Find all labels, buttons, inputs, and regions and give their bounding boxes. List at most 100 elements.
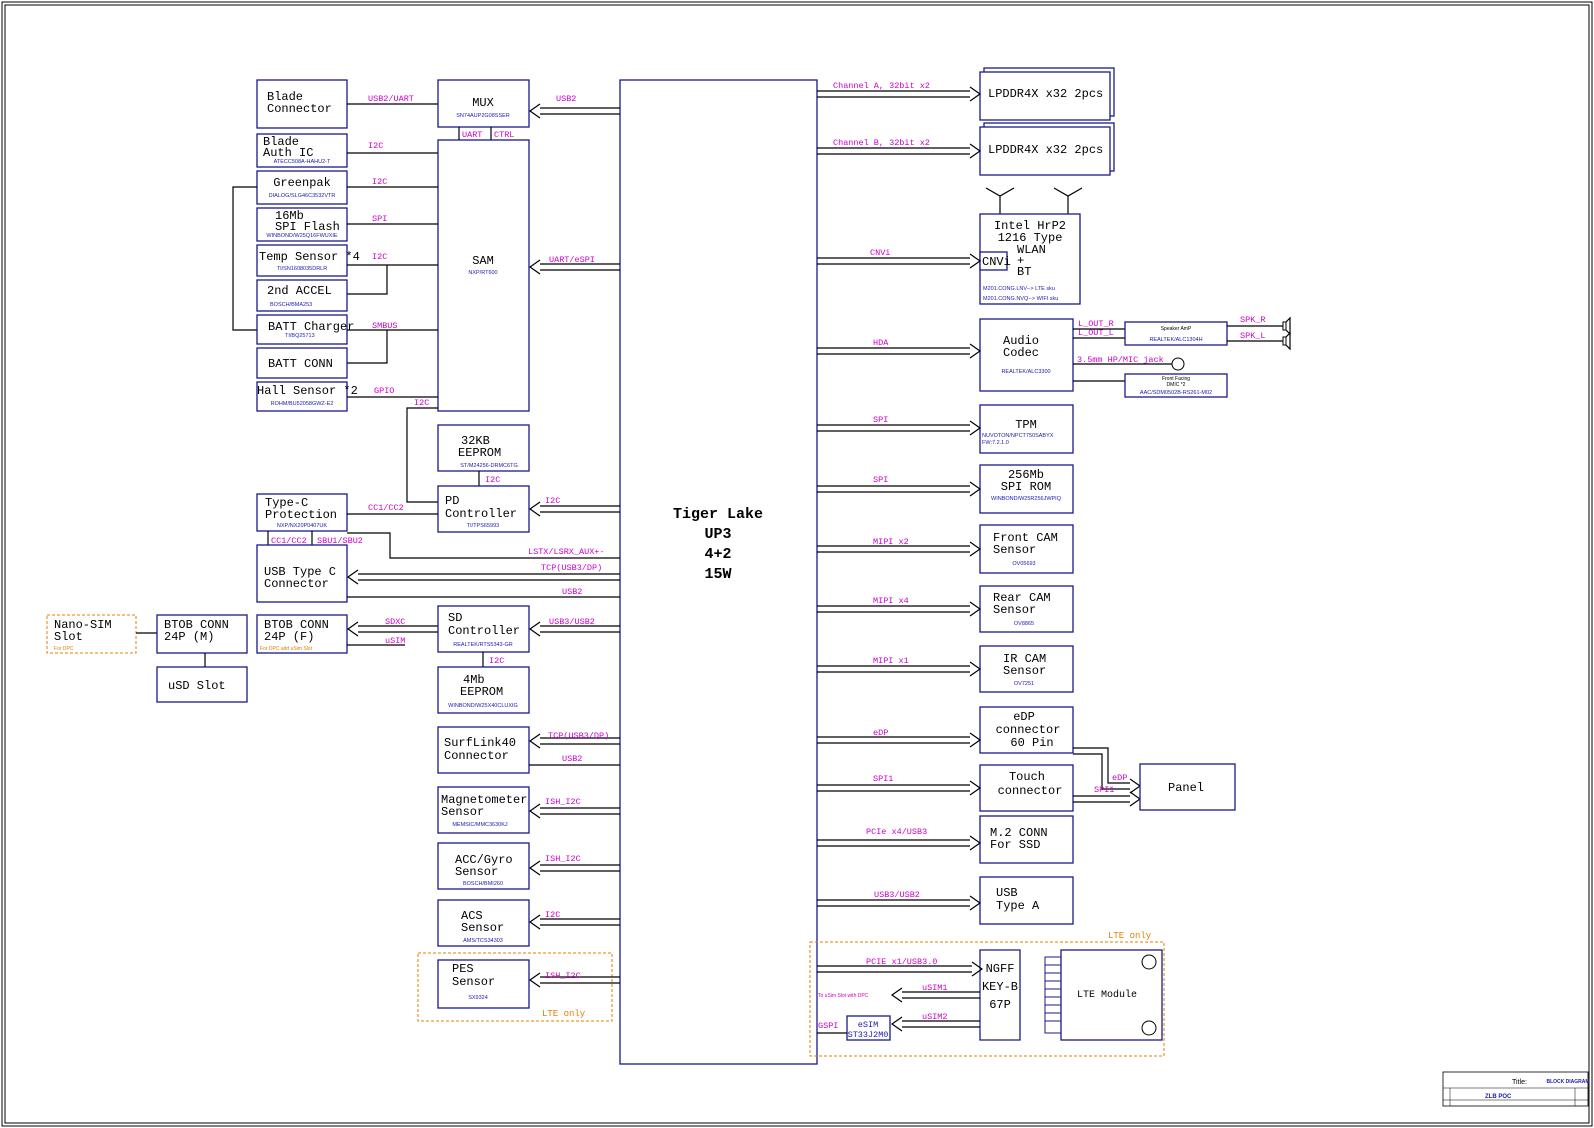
bus-arrow-tcp <box>346 569 620 585</box>
svg-text:KEY-B: KEY-B <box>982 980 1018 994</box>
signal-label: SPK_L <box>1240 331 1266 341</box>
svg-text:M201.CONG.LNV--> LTE sku: M201.CONG.LNV--> LTE sku <box>983 286 1055 292</box>
signal-label: USB2/UART <box>368 94 414 104</box>
svg-text:SPI ROM: SPI ROM <box>1001 480 1051 494</box>
svg-text:DIALOG/SLG46C3532VTR: DIALOG/SLG46C3532VTR <box>269 193 336 199</box>
bus-arrow-edp <box>817 732 982 748</box>
svg-text:Greenpak: Greenpak <box>273 176 331 190</box>
bus-arrow-mipi-rear <box>817 601 982 617</box>
signal-label: ISH_I2C <box>545 797 581 807</box>
cpu-line-4: 15W <box>704 566 731 583</box>
signal-label: USB3/USB2 <box>874 890 920 900</box>
bus-arrow-ddr-b <box>817 143 982 159</box>
lte-module-block: LTE Module <box>1060 949 1163 1041</box>
ir-cam-block: IR CAM Sensor OV7251 <box>979 645 1074 693</box>
bus-arrow-ish-pes <box>528 972 620 988</box>
svg-text:BLOCK DIAGRAM: BLOCK DIAGRAM <box>1546 1079 1589 1085</box>
signal-label: eDP <box>873 728 888 738</box>
svg-text:NXP/NX20P0407UK: NXP/NX20P0407UK <box>277 523 327 529</box>
speaker-icon <box>1282 316 1291 336</box>
svg-text:AAC/SDM0502B-RS261-M02: AAC/SDM0502B-RS261-M02 <box>1140 390 1212 396</box>
svg-text:WINBOND/W25Q16FWUXIE: WINBOND/W25Q16FWUXIE <box>266 233 338 239</box>
svg-text:ACC/Gyro: ACC/Gyro <box>455 853 513 867</box>
signal-label: CNVi <box>870 248 890 258</box>
svg-text:32KB: 32KB <box>461 434 490 448</box>
bus-arrow-mipi-ir <box>817 661 982 677</box>
svg-text:24P (F): 24P (F) <box>264 630 314 644</box>
svg-text:Nano-SIM: Nano-SIM <box>54 618 112 632</box>
ngff-key-b-block: NGFF KEY-B 67P <box>979 949 1021 1041</box>
svg-text:TI/SN1608035DRLR: TI/SN1608035DRLR <box>277 266 327 272</box>
svg-text:NUVOTON/NPCT750SABYX: NUVOTON/NPCT750SABYX <box>982 433 1054 439</box>
usb-typec-connector-block: USB Type C Connector <box>256 544 348 603</box>
svg-text:Connector: Connector <box>264 577 329 591</box>
svg-text:Front Facing: Front Facing <box>1162 376 1190 382</box>
signal-label: SPI1 <box>1094 785 1114 795</box>
svg-text:BT: BT <box>1017 265 1031 279</box>
bus-arrow-mipi-front <box>817 541 982 557</box>
svg-text:uSD Slot: uSD Slot <box>168 679 226 693</box>
svg-text:SPI Flash: SPI Flash <box>275 220 340 234</box>
pes-sensor-block: PES Sensor SX9324 <box>437 959 530 1009</box>
svg-text:For SSD: For SSD <box>990 838 1040 852</box>
btob-conn-m-block: BTOB CONN 24P (M) <box>156 614 248 654</box>
esim-block: eSIM ST33J2M0 <box>846 1015 891 1041</box>
bus-arrow-sdxc <box>346 621 438 637</box>
svg-text:Sensor: Sensor <box>455 865 498 879</box>
svg-text:ST33J2M0: ST33J2M0 <box>848 1030 889 1040</box>
svg-text:Panel: Panel <box>1168 781 1204 795</box>
wifi-bt-module-block: Intel HrP2 1216 Type WLAN + BT CNVi M201… <box>979 213 1081 305</box>
svg-text:256Mb: 256Mb <box>1008 468 1044 482</box>
svg-text:SD: SD <box>448 611 462 625</box>
svg-text:Type-C: Type-C <box>265 496 308 510</box>
signal-label: PCIE x1/USB3.0 <box>866 957 937 967</box>
svg-text:NXP/RT600: NXP/RT600 <box>468 270 497 276</box>
svg-text:2nd ACCEL: 2nd ACCEL <box>267 284 332 298</box>
signal-label: I2C <box>372 252 387 262</box>
bus-arrow-usim1 <box>890 987 980 1003</box>
svg-text:REALTEK/ALC1304H: REALTEK/ALC1304H <box>1149 337 1202 343</box>
svg-text:LTE Module: LTE Module <box>1077 989 1137 1001</box>
signal-label: I2C <box>489 656 504 666</box>
svg-text:Magnetometer: Magnetometer <box>441 793 527 807</box>
svg-text:For DPC add uSim Slot: For DPC add uSim Slot <box>260 646 313 652</box>
svg-text:Sensor: Sensor <box>461 921 504 935</box>
svg-text:1216 Type: 1216 Type <box>998 231 1063 245</box>
signal-label: MIPI x1 <box>873 656 909 666</box>
bus-arrow-surflink-tcp <box>528 733 620 749</box>
signal-label: UART/eSPI <box>549 255 595 265</box>
svg-text:Type A: Type A <box>996 899 1040 913</box>
eeprom-4mb-block: 4Mb EEPROM WINBOND/W25X40CLUXIG <box>437 666 530 714</box>
signal-label: USB2 <box>562 587 582 597</box>
svg-text:Hall Sensor *2: Hall Sensor *2 <box>257 384 358 398</box>
svg-text:Sensor: Sensor <box>441 805 484 819</box>
signal-label: MIPI x4 <box>873 596 909 606</box>
svg-text:Intel HrP2: Intel HrP2 <box>994 219 1066 233</box>
btob-conn-f-block: BTOB CONN 24P (F) For DPC add uSim Slot <box>256 614 348 654</box>
svg-text:OV7251: OV7251 <box>1014 681 1034 687</box>
svg-text:ZLB POC: ZLB POC <box>1485 1094 1512 1100</box>
temp-sensor-block: Temp Sensor *4 TI/SN1608035DRLR <box>256 244 360 277</box>
svg-text:REALTEK/ALC3300: REALTEK/ALC3300 <box>1001 369 1050 375</box>
svg-text:Touch: Touch <box>1009 770 1045 784</box>
signal-label: GPIO <box>374 386 394 396</box>
svg-text:TPM: TPM <box>1015 418 1037 432</box>
signal-label: 3.5mm HP/MIC jack <box>1077 355 1164 365</box>
svg-text:Slot: Slot <box>54 630 83 644</box>
mount-hole-icon <box>1141 954 1157 970</box>
signal-label: USB3/USB2 <box>549 617 595 627</box>
svg-text:REALTEK/RTS5343-GR: REALTEK/RTS5343-GR <box>453 642 512 648</box>
signal-label: Channel A, 32bit x2 <box>833 81 930 91</box>
antenna-icon <box>1053 187 1083 214</box>
sd-controller-block: SD Controller REALTEK/RTS5343-GR <box>437 605 530 653</box>
signal-label: I2C <box>485 475 500 485</box>
signal-label: CTRL <box>494 130 514 140</box>
svg-text:Controller: Controller <box>445 507 517 521</box>
svg-text:Blade: Blade <box>263 135 299 149</box>
svg-text:ACS: ACS <box>461 909 483 923</box>
signal-label: MIPI x2 <box>873 537 909 547</box>
svg-text:ST/M24256-DRMC6TG: ST/M24256-DRMC6TG <box>460 463 517 469</box>
cpu-line-1: Tiger Lake <box>673 506 763 523</box>
svg-text:WINBOND/W25R256JWPIQ: WINBOND/W25R256JWPIQ <box>991 496 1062 502</box>
